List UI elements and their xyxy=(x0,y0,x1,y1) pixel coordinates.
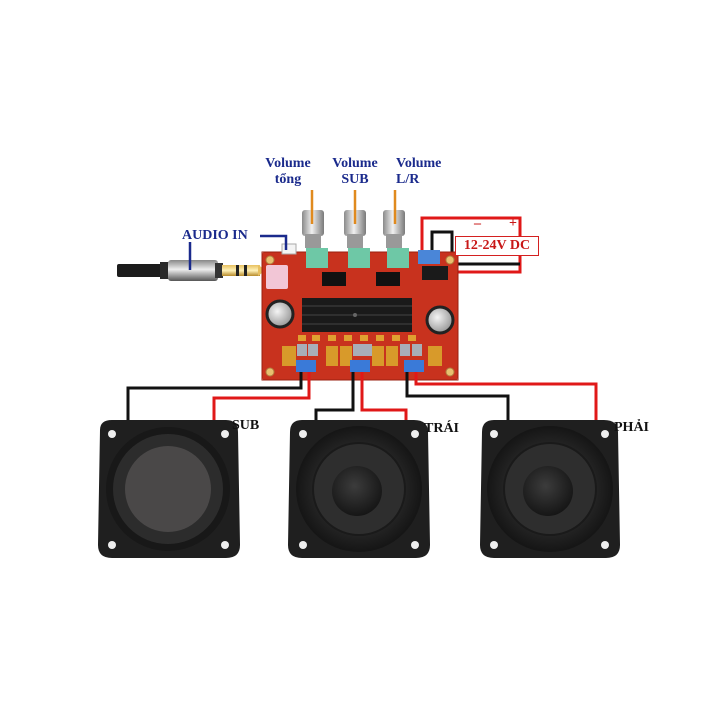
power-minus-label: – xyxy=(474,216,481,231)
knob-label-master: Volume tổng xyxy=(262,156,314,188)
speaker-left xyxy=(288,420,430,558)
knob-label-line2: L/R xyxy=(396,172,420,187)
knob-label-line1: Volume xyxy=(396,156,442,171)
power-voltage-label: 12-24V DC xyxy=(455,236,539,256)
knob-label-lr: Volume L/R xyxy=(396,156,448,188)
amplifier-board xyxy=(261,243,459,381)
speaker-label-right: PHẢI xyxy=(614,420,649,435)
knob-label-line2: tổng xyxy=(274,172,302,187)
speaker-wires xyxy=(126,372,598,428)
knob-label-line2: SUB xyxy=(341,172,369,187)
knobs xyxy=(302,210,405,248)
knob-label-line1: Volume xyxy=(265,156,311,171)
speaker-sub xyxy=(98,420,240,558)
audio-in-label: AUDIO IN xyxy=(182,228,248,243)
audio-cable xyxy=(117,260,266,281)
knob-label-line1: Volume xyxy=(332,156,378,171)
leader-lines xyxy=(188,190,397,270)
speaker-right xyxy=(480,420,620,558)
speaker-label-sub: SUB xyxy=(232,418,260,433)
knob-label-sub: Volume SUB xyxy=(329,156,381,188)
speaker-label-left: TRÁI xyxy=(424,421,460,436)
power-plus-label: + xyxy=(509,216,517,231)
